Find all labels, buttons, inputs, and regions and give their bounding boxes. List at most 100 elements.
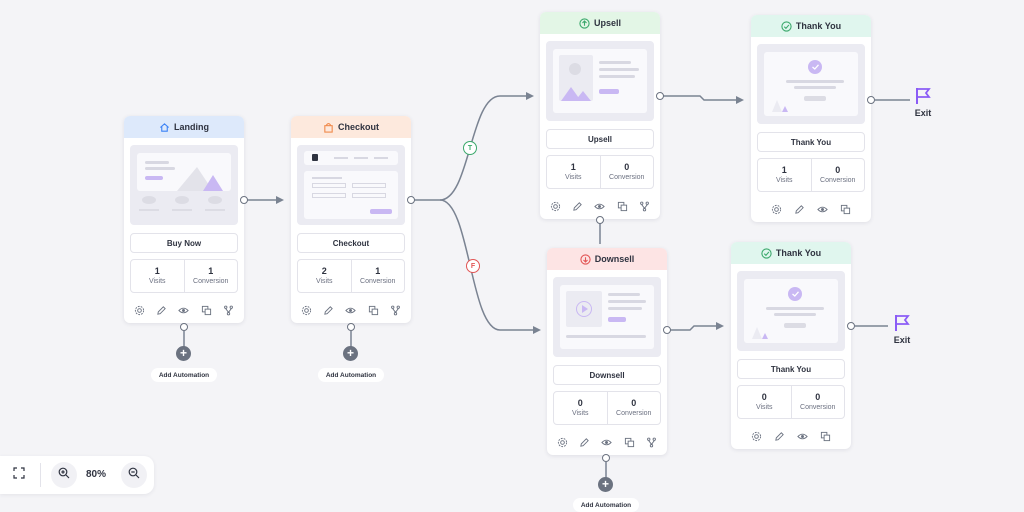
automation-port-checkout[interactable] <box>347 323 355 331</box>
card-header: Thank You <box>731 242 851 264</box>
automation-port-upsell[interactable] <box>596 216 604 224</box>
wire-downsell-thankyou <box>670 322 724 331</box>
eye-icon[interactable] <box>797 430 809 442</box>
flag-icon <box>913 86 933 108</box>
duplicate-icon[interactable] <box>623 436 635 448</box>
add-automation-button[interactable]: + <box>598 477 613 492</box>
settings-icon[interactable] <box>556 436 568 448</box>
card-title: Checkout <box>337 122 379 132</box>
false-branch-badge[interactable]: F <box>466 259 480 273</box>
edit-icon[interactable] <box>156 304 168 316</box>
split-icon[interactable] <box>223 304 235 316</box>
exit-node[interactable]: Exit <box>908 86 938 118</box>
card-header: Checkout <box>291 116 411 138</box>
page-thumbnail[interactable] <box>737 271 845 351</box>
output-port-thank-you-1[interactable] <box>867 96 875 104</box>
step-name-button[interactable]: Downsell <box>553 365 661 385</box>
card-toolbar <box>731 423 851 449</box>
card-header: Landing <box>124 116 244 138</box>
split-icon[interactable] <box>646 436 658 448</box>
true-branch-badge[interactable]: T <box>463 141 477 155</box>
eye-icon[interactable] <box>345 304 357 316</box>
page-thumbnail[interactable] <box>757 44 865 124</box>
step-name-button[interactable]: Thank You <box>757 132 865 152</box>
edit-icon[interactable] <box>323 304 335 316</box>
visits-count: 2 <box>321 265 327 276</box>
edit-icon[interactable] <box>774 430 786 442</box>
page-thumbnail[interactable] <box>546 41 654 121</box>
card-toolbar <box>540 193 660 219</box>
edit-icon[interactable] <box>794 203 806 215</box>
settings-icon[interactable] <box>300 304 312 316</box>
step-name-button[interactable]: Checkout <box>297 233 405 253</box>
split-icon[interactable] <box>390 304 402 316</box>
card-toolbar <box>124 297 244 323</box>
zoom-in-button[interactable] <box>51 462 77 488</box>
settings-icon[interactable] <box>771 203 783 215</box>
conversion-count: 1 <box>208 265 214 276</box>
conversion-count: 0 <box>815 391 821 402</box>
output-port-upsell[interactable] <box>656 92 664 100</box>
edit-icon[interactable] <box>572 200 584 212</box>
visits-count: 1 <box>781 164 787 175</box>
zoom-level: 80% <box>86 469 107 480</box>
conversion-count: 0 <box>631 397 637 408</box>
duplicate-icon[interactable] <box>616 200 628 212</box>
settings-icon[interactable] <box>133 304 145 316</box>
page-thumbnail[interactable] <box>130 145 238 225</box>
card-toolbar <box>751 196 871 222</box>
visits-count: 1 <box>154 265 160 276</box>
divider <box>40 463 41 487</box>
add-automation-button[interactable]: + <box>176 346 191 361</box>
output-port-downsell[interactable] <box>663 326 671 334</box>
card-title: Thank You <box>795 21 842 31</box>
page-thumbnail[interactable] <box>553 277 661 357</box>
automation-port-landing[interactable] <box>180 323 188 331</box>
conversion-label: Conversion <box>360 277 396 285</box>
duplicate-icon[interactable] <box>367 304 379 316</box>
fullscreen-icon <box>13 466 25 484</box>
settings-icon[interactable] <box>751 430 763 442</box>
zoom-out-icon <box>128 466 140 484</box>
zoom-out-button[interactable] <box>121 462 147 488</box>
add-automation-label[interactable]: Add Automation <box>318 368 384 382</box>
exit-node[interactable]: Exit <box>887 313 917 345</box>
add-automation-button[interactable]: + <box>343 346 358 361</box>
card-toolbar <box>547 429 667 455</box>
step-name-button[interactable]: Thank You <box>737 359 845 379</box>
settings-icon[interactable] <box>549 200 561 212</box>
eye-icon[interactable] <box>178 304 190 316</box>
card-title: Upsell <box>593 18 621 28</box>
step-name-button[interactable]: Upsell <box>546 129 654 149</box>
eye-icon[interactable] <box>817 203 829 215</box>
split-icon[interactable] <box>639 200 651 212</box>
output-port-landing[interactable] <box>240 196 248 204</box>
add-automation-label[interactable]: Add Automation <box>573 498 639 512</box>
automation-port-downsell[interactable] <box>602 454 610 462</box>
conversion-label: Conversion <box>800 403 836 411</box>
edit-icon[interactable] <box>579 436 591 448</box>
eye-icon[interactable] <box>594 200 606 212</box>
page-thumbnail[interactable] <box>297 145 405 225</box>
output-port-checkout[interactable] <box>407 196 415 204</box>
eye-icon[interactable] <box>601 436 613 448</box>
step-name-button[interactable]: Buy Now <box>130 233 238 253</box>
duplicate-icon[interactable] <box>840 203 852 215</box>
duplicate-icon[interactable] <box>820 430 832 442</box>
duplicate-icon[interactable] <box>200 304 212 316</box>
output-port-thank-you-2[interactable] <box>847 322 855 330</box>
fit-to-screen-button[interactable] <box>6 462 32 488</box>
visits-count: 1 <box>570 161 576 172</box>
add-automation-label[interactable]: Add Automation <box>151 368 217 382</box>
card-header: Downsell <box>547 248 667 270</box>
conversion-label: Conversion <box>193 277 229 285</box>
zoom-in-icon <box>58 466 70 484</box>
